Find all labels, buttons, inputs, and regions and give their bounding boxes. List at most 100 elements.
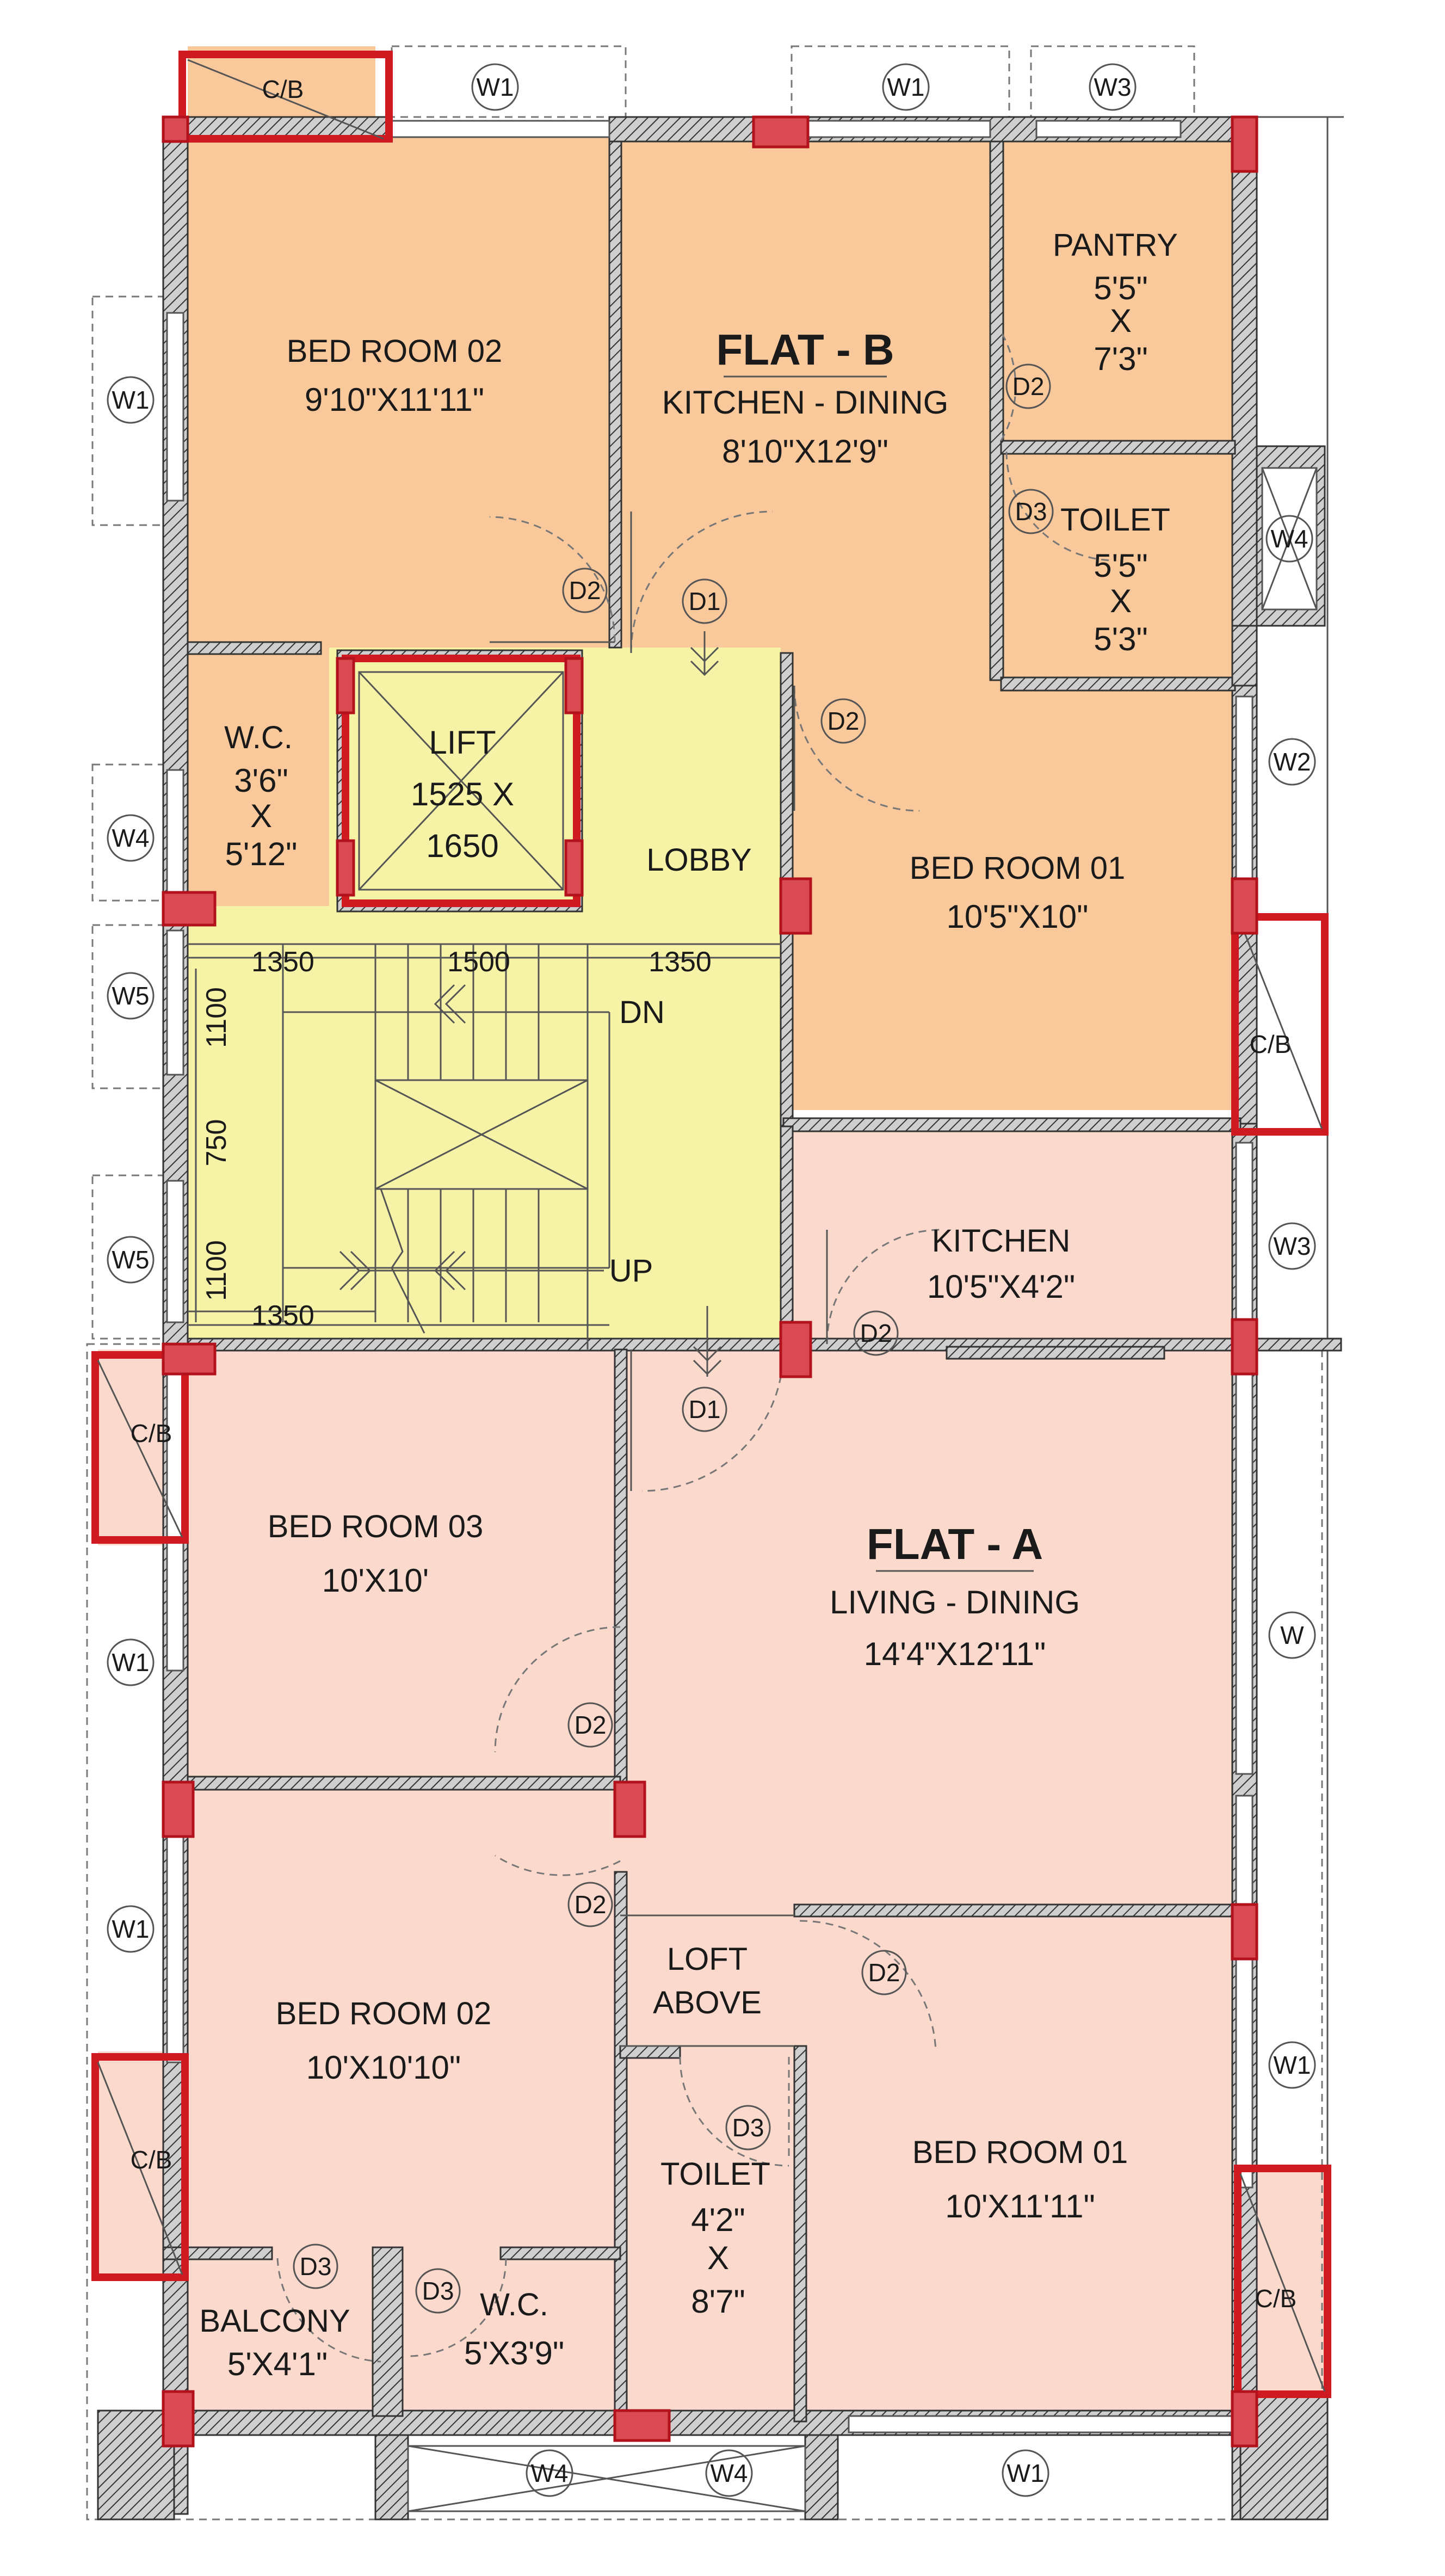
window-tag: W4	[1265, 515, 1313, 563]
cupboard-label: C/B	[131, 2146, 172, 2174]
door-tag: D2	[1005, 363, 1051, 409]
svg-text:W1: W1	[1007, 2459, 1045, 2487]
room-size: 10'5"X4'2"	[927, 1268, 1075, 1305]
svg-text:D1: D1	[689, 1395, 721, 1423]
svg-text:W: W	[1280, 1621, 1304, 1649]
room-name: BED ROOM 01	[912, 2135, 1128, 2170]
svg-text:W4: W4	[531, 2459, 569, 2487]
window-tag: W4	[526, 2449, 573, 2497]
svg-text:D3: D3	[422, 2277, 454, 2305]
room-dim-x: X	[1110, 583, 1132, 619]
svg-text:W4: W4	[1271, 525, 1308, 553]
room-dim-h: 7'3"	[1094, 341, 1148, 377]
room-dim-w: 5'5"	[1094, 270, 1148, 306]
window-tag: W1	[882, 63, 930, 111]
room-size: 10'5"X10"	[947, 898, 1089, 935]
flat-b-title: FLAT - B	[716, 325, 894, 374]
svg-text:D2: D2	[828, 707, 860, 735]
room-name: KITCHEN	[932, 1223, 1071, 1259]
room-dim-h: 8'7"	[691, 2283, 745, 2320]
cupboards	[91, 51, 1331, 2398]
door-tag: D2	[562, 568, 608, 613]
svg-text:D2: D2	[860, 1319, 892, 1347]
room-name: BED ROOM 01	[910, 851, 1125, 886]
window-door-tags: W1 W1 W3 W1 W4 W4 W2 W5 W5 W3 W1 W W1 W1…	[107, 63, 1316, 2497]
stair-dim-left: 1100	[201, 1240, 232, 1301]
room-name: W.C.	[224, 720, 293, 755]
flat-a-title: FLAT - A	[867, 1520, 1043, 1568]
stair-dim-top: 1500	[447, 946, 510, 978]
svg-text:W5: W5	[112, 1246, 150, 1274]
window-tag: W1	[471, 63, 519, 111]
room-size: 10'X10'	[322, 1562, 429, 1599]
cupboard-label: C/B	[131, 1419, 172, 1447]
door-tag: D3	[1008, 489, 1054, 534]
window-tag: W2	[1268, 738, 1316, 786]
stair-up-label: UP	[609, 1253, 653, 1289]
room-name: W.C.	[480, 2287, 548, 2322]
svg-text:D3: D3	[300, 2252, 332, 2281]
stair-dim-left: 1100	[201, 987, 232, 1048]
room-name: BALCONY	[199, 2303, 350, 2339]
room-size: 10'X11'11"	[945, 2188, 1095, 2224]
svg-text:W1: W1	[477, 73, 514, 101]
window-tag: W4	[107, 814, 155, 862]
columns	[162, 115, 1258, 2448]
room-dim-w: 5'5"	[1094, 547, 1148, 584]
svg-text:D2: D2	[575, 1890, 607, 1919]
svg-text:D2: D2	[569, 576, 601, 605]
room-size: 5'X4'1"	[227, 2346, 328, 2382]
svg-text:W5: W5	[112, 982, 150, 1010]
window-tag: W3	[1268, 1222, 1316, 1270]
room-size: 5'X3'9"	[464, 2335, 564, 2371]
svg-text:D3: D3	[1015, 497, 1047, 526]
door-tag: D2	[861, 1950, 907, 1995]
flat-b-area	[188, 46, 1238, 1110]
svg-text:D2: D2	[868, 1958, 900, 1987]
door-tag: D2	[567, 1702, 613, 1748]
window-tag: W3	[1089, 63, 1137, 111]
room-name: TOILET	[1060, 502, 1170, 538]
room-name: KITCHEN - DINING	[662, 384, 949, 421]
door-tag: D3	[415, 2268, 461, 2314]
window-tag: W	[1268, 1611, 1316, 1659]
svg-text:W2: W2	[1274, 748, 1311, 776]
room-dim-x: X	[707, 2240, 729, 2276]
stair-dim-top: 1350	[251, 946, 314, 978]
room-name: BED ROOM 02	[276, 1996, 491, 2031]
lift-dim-1: 1525 X	[411, 776, 514, 812]
cupboard-label: C/B	[1255, 2284, 1297, 2313]
door-tag: D2	[853, 1310, 899, 1356]
svg-text:W1: W1	[887, 73, 925, 101]
door-tag: D1	[682, 1386, 727, 1432]
door-tag: D3	[725, 2105, 771, 2150]
staircase	[188, 943, 781, 1349]
room-name: BED ROOM 03	[268, 1509, 483, 1544]
room-dim-w: 3'6"	[234, 762, 288, 799]
svg-text:W1: W1	[1274, 2051, 1311, 2079]
loft-line-1: LOFT	[667, 1942, 748, 1977]
door-swings	[276, 331, 1116, 2363]
window-tag: W1	[107, 376, 155, 424]
cupboard-label: C/B	[1250, 1030, 1292, 1058]
svg-text:W1: W1	[112, 1915, 150, 1943]
svg-text:D3: D3	[732, 2113, 764, 2142]
room-dim-h: 5'12"	[225, 836, 298, 872]
lift-dim-2: 1650	[426, 828, 498, 864]
room-dim-x: X	[250, 798, 272, 834]
stair-dim-bottom: 1350	[251, 1300, 314, 1332]
door-tag: D2	[820, 698, 866, 744]
svg-text:W1: W1	[112, 386, 150, 414]
room-name: LIVING - DINING	[830, 1584, 1080, 1620]
room-name: PANTRY	[1053, 227, 1178, 263]
room-size: 8'10"X12'9"	[722, 433, 888, 470]
door-tag: D3	[293, 2244, 338, 2289]
room-dim-x: X	[1110, 303, 1132, 339]
lift-label: LIFT	[429, 724, 496, 761]
window-tag: W5	[107, 1236, 155, 1284]
room-size: 14'4"X12'11"	[864, 1636, 1046, 1672]
room-dim-h: 5'3"	[1094, 621, 1148, 657]
door-tag: D1	[682, 578, 727, 624]
window-tag: W4	[705, 2449, 753, 2497]
